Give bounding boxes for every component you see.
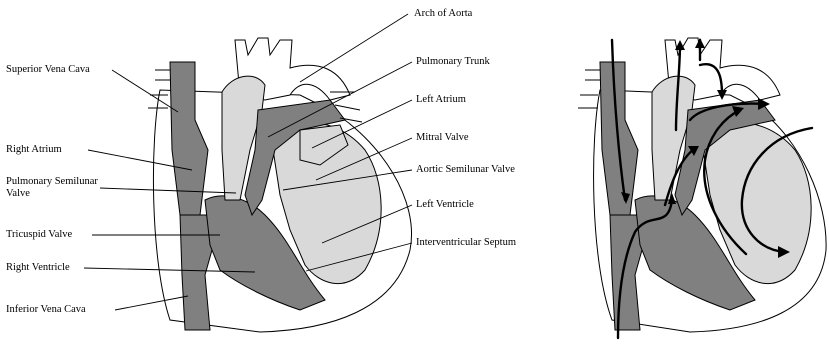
label-mitral-valve: Mitral Valve xyxy=(416,132,469,143)
label-left-ventricle: Left Ventricle xyxy=(416,199,474,210)
label-pulmonary-trunk: Pulmonary Trunk xyxy=(416,56,490,67)
label-interventricular-septum: Interventricular Septum xyxy=(416,237,516,248)
label-right-ventricle: Right Ventricle xyxy=(6,262,70,273)
label-pulmonary-semilunar-valve-line2: Valve xyxy=(6,188,30,199)
label-right-atrium: Right Atrium xyxy=(6,144,62,155)
leader-arch-of-aorta xyxy=(300,14,408,82)
label-pulmonary-semilunar-valve-line1: Pulmonary Semilunar xyxy=(6,176,98,187)
flow-vessel-lines xyxy=(578,70,600,108)
label-superior-vena-cava: Superior Vena Cava xyxy=(6,64,90,75)
label-arch-of-aorta: Arch of Aorta xyxy=(414,8,472,19)
label-inferior-vena-cava: Inferior Vena Cava xyxy=(6,304,86,315)
labeled-heart xyxy=(148,38,412,332)
label-left-atrium: Left Atrium xyxy=(416,94,466,105)
flow-heart xyxy=(578,38,826,332)
label-tricuspid-valve: Tricuspid Valve xyxy=(6,229,72,240)
label-aortic-semilunar-valve: Aortic Semilunar Valve xyxy=(416,164,515,175)
